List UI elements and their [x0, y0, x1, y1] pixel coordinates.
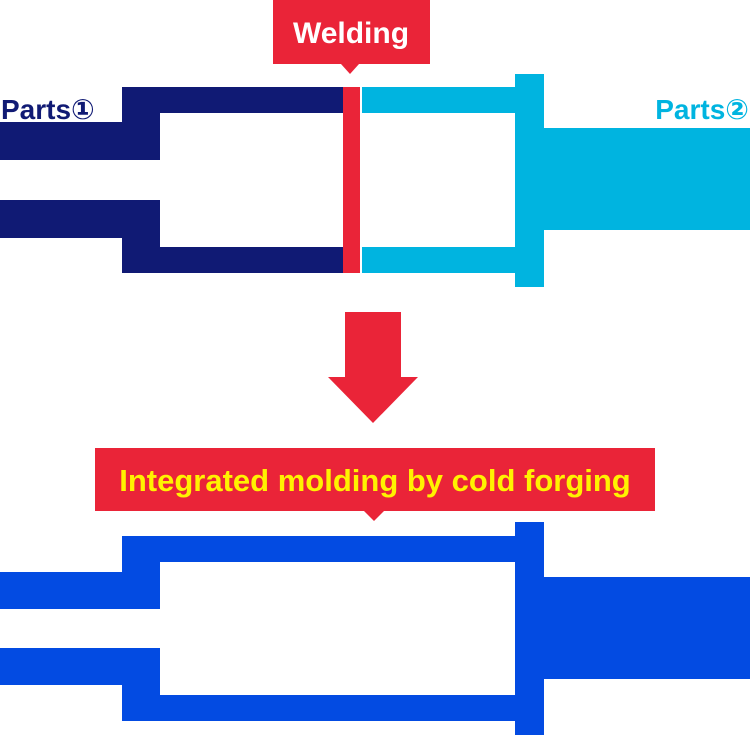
welding-label-box [273, 0, 430, 64]
part1-label: Parts① [1, 94, 95, 125]
part2-shaft [540, 128, 750, 230]
welding-callout: Welding [273, 0, 430, 74]
integrated-label-box [95, 448, 655, 511]
part2-flange [515, 74, 544, 287]
part1-top-wall [122, 87, 343, 113]
welding-label-pointer [341, 64, 359, 74]
integrated-label-pointer [364, 511, 384, 521]
part1-bottom-wall [122, 247, 343, 273]
integrated-label: Integrated molding by cold forging [119, 463, 631, 498]
integrated-callout: Integrated molding by cold forging [95, 448, 655, 521]
integrated-part [0, 522, 750, 735]
integrated-bottom-wall [122, 695, 542, 721]
part2-label: Parts② [655, 94, 749, 125]
down-arrow-icon [328, 312, 418, 423]
part2-bottom-wall [362, 247, 540, 273]
part-2 [362, 74, 750, 287]
welding-label: Welding [293, 17, 409, 50]
weld-seam [343, 87, 360, 273]
part-1 [0, 87, 343, 273]
integrated-flange [515, 522, 544, 735]
part2-top-wall [362, 87, 540, 113]
integrated-shaft [540, 577, 750, 679]
integrated-top-wall [122, 536, 542, 562]
